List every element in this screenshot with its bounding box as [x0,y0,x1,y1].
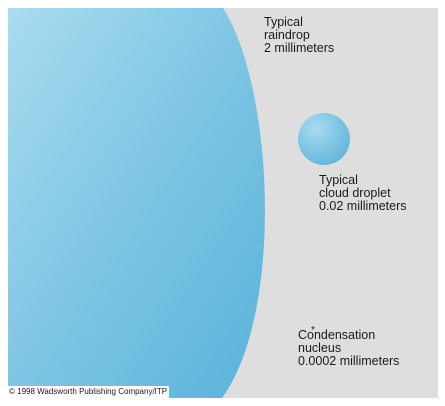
cloud-droplet-label-line1: Typical [319,173,358,187]
condensation-nucleus-label-line1: Condensation [298,328,376,342]
cloud-droplet-size: 0.02 millimeters [319,199,407,213]
cloud-droplet-shape [298,113,350,165]
raindrop-label: Typical raindrop 2 millimeters [264,16,334,55]
condensation-nucleus-marker: * [311,325,315,336]
condensation-nucleus-label-line2: nucleus [298,341,342,355]
copyright-notice: © 1998 Wadsworth Publishing Company/ITP [8,386,170,398]
raindrop-label-line2: raindrop [264,28,310,42]
condensation-nucleus-label: Condensation nucleus 0.0002 millimeters [298,329,399,368]
diagram-figure: Typical raindrop 2 millimeters Typical c… [8,8,438,398]
raindrop-size: 2 millimeters [264,41,335,55]
raindrop-shape [8,8,265,398]
raindrop-label-line1: Typical [264,15,303,29]
cloud-droplet-label: Typical cloud droplet 0.02 millimeters [319,174,407,213]
condensation-nucleus-size: 0.0002 millimeters [298,354,400,368]
cloud-droplet-label-line2: cloud droplet [319,186,391,200]
diagram-canvas [8,8,350,398]
